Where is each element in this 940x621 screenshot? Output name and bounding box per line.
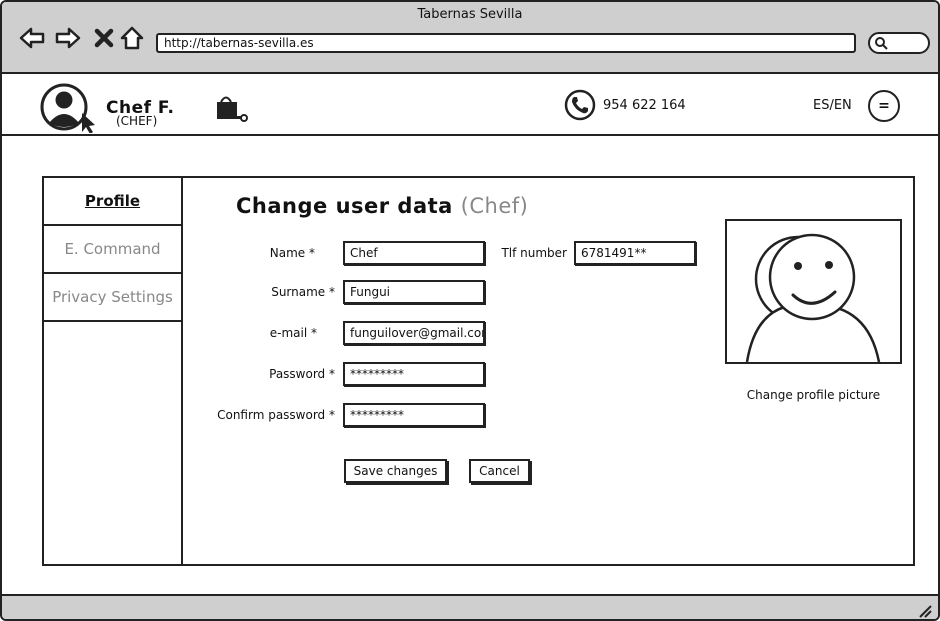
window-title: Tabernas Sevilla (417, 7, 523, 22)
name-input[interactable]: Chef (343, 241, 485, 265)
language-toggle[interactable]: ES/EN (813, 98, 852, 113)
phone-label: Tlf number (501, 246, 567, 260)
sidebar-item-privacy-settings[interactable]: Privacy Settings (44, 274, 181, 322)
back-icon[interactable] (18, 24, 46, 52)
surname-input[interactable]: Fungui (343, 280, 485, 304)
browser-search-field[interactable] (868, 32, 930, 54)
phone-icon (564, 89, 596, 121)
name-label: Name * (269, 246, 315, 260)
phone-input[interactable]: 6781491** (574, 241, 696, 265)
user-data-panel: Change user data (Chef) Name * Chef Tlf … (181, 176, 915, 566)
confirm-password-label: Confirm password * (217, 408, 335, 422)
page-title-text: Change user data (236, 194, 453, 218)
user-avatar-icon[interactable] (40, 81, 100, 133)
password-input[interactable]: ********* (343, 362, 485, 386)
sidebar-item-e-command[interactable]: E. Command (44, 226, 181, 274)
user-role: (CHEF) (116, 114, 158, 128)
shopping-bag-icon[interactable] (215, 94, 249, 124)
home-icon[interactable] (118, 24, 146, 52)
cancel-button[interactable]: Cancel (469, 459, 530, 483)
change-profile-picture-link[interactable]: Change profile picture (746, 388, 881, 402)
save-changes-button[interactable]: Save changes (344, 459, 447, 483)
user-name: Chef F. (106, 98, 175, 118)
email-input[interactable]: funguilover@gmail.com (343, 321, 485, 345)
search-icon (875, 37, 888, 50)
phone-number: 954 622 164 (603, 98, 686, 113)
url-field[interactable]: http://tabernas-sevilla.es (156, 33, 856, 53)
browser-toolbar: Tabernas Sevilla http://tabernas-sevilla… (2, 2, 938, 74)
confirm-password-input[interactable]: ********* (343, 403, 485, 427)
site-header: Chef F. (CHEF) 954 622 164 ES/EN = (2, 74, 938, 136)
forward-icon[interactable] (54, 24, 82, 52)
resize-handle-icon[interactable] (918, 604, 932, 618)
menu-button[interactable]: = (868, 90, 900, 122)
close-icon[interactable] (90, 24, 118, 52)
smiley-face-icon (745, 233, 881, 362)
surname-label: Surname * (271, 285, 335, 299)
profile-picture[interactable] (725, 219, 902, 364)
browser-status-bar (2, 594, 938, 619)
email-label: e-mail * (269, 326, 317, 340)
page-title: Change user data (Chef) (236, 194, 528, 218)
page-title-role: (Chef) (460, 194, 529, 218)
password-label: Password * (269, 367, 335, 381)
profile-sidebar: Profile E. Command Privacy Settings (42, 176, 183, 566)
sidebar-item-profile[interactable]: Profile (44, 178, 181, 226)
